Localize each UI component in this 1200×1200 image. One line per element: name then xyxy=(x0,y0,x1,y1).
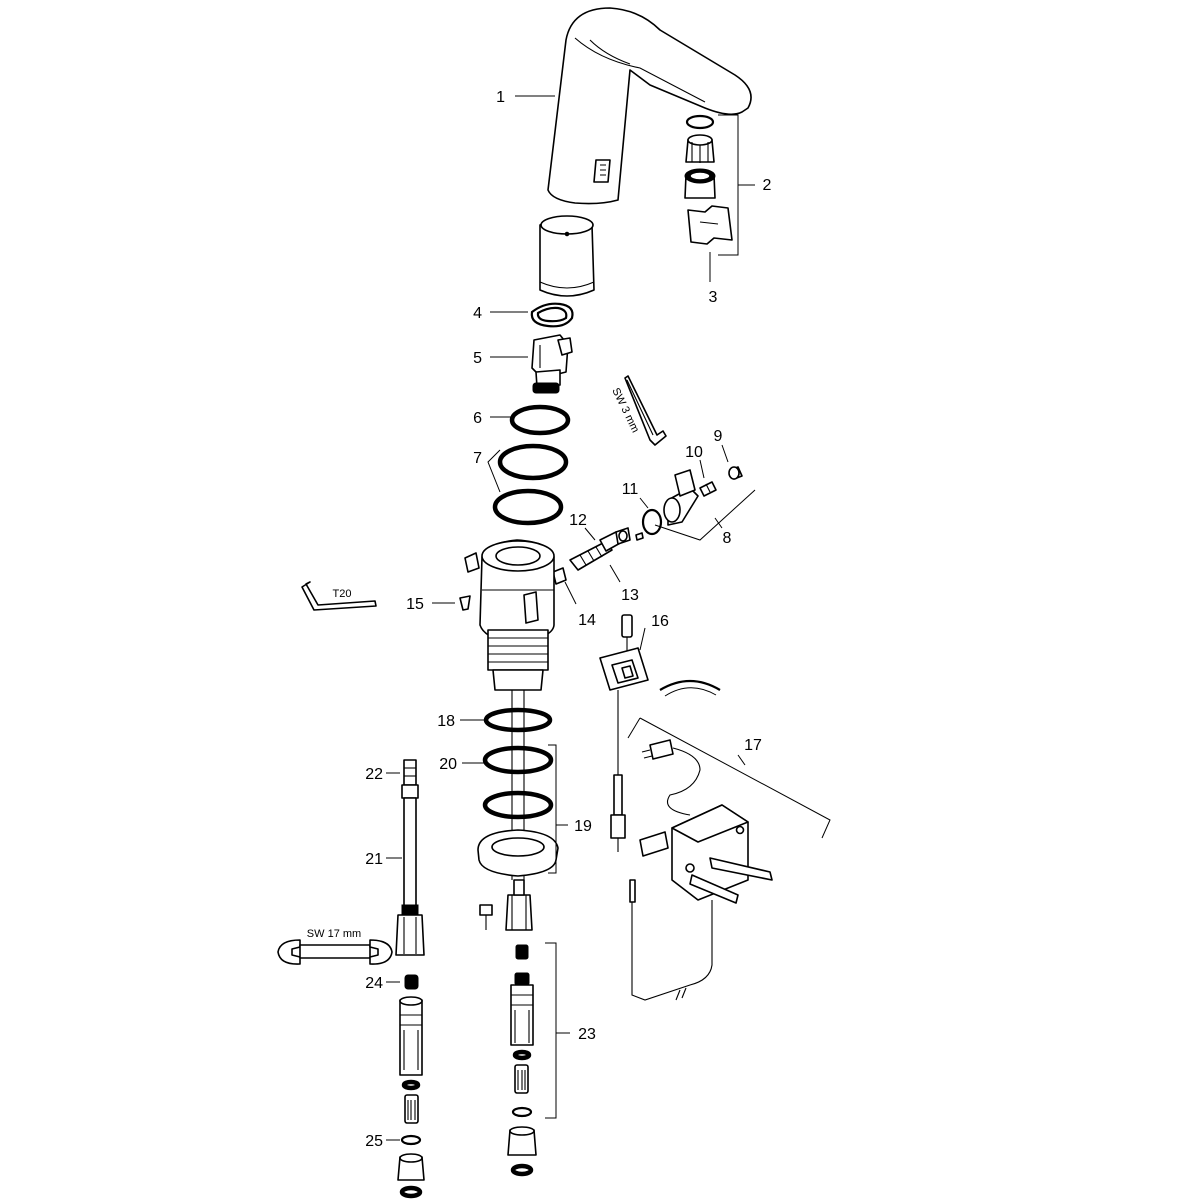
label-part-15: 15 xyxy=(406,596,424,613)
label-part-16: 16 xyxy=(651,613,669,630)
o-ring-small xyxy=(490,404,571,436)
left-connector-stack xyxy=(386,974,425,1199)
label-part-3: 3 xyxy=(709,289,718,306)
o-ring-handle xyxy=(639,497,663,536)
label-part-19: 19 xyxy=(574,818,592,835)
label-part-4: 4 xyxy=(473,305,482,322)
label-part-20: 20 xyxy=(439,756,457,773)
mounting-kit-rings xyxy=(462,744,568,877)
label-part-7: 7 xyxy=(473,450,482,467)
aerator-set xyxy=(684,114,755,256)
label-part-11: 11 xyxy=(622,481,639,498)
small-nut xyxy=(552,567,577,605)
label-part-12: 12 xyxy=(569,512,587,529)
label-part-17: 17 xyxy=(744,737,762,754)
sensor-connector-cable xyxy=(599,614,649,852)
label-part-10: 10 xyxy=(685,444,703,461)
label-wrench-17mm: SW 17 mm xyxy=(307,928,361,940)
label-part-6: 6 xyxy=(473,410,482,427)
label-part-13: 13 xyxy=(621,587,639,604)
label-part-22: 22 xyxy=(365,766,383,783)
flexible-hose xyxy=(386,759,425,956)
faucet-spout-body xyxy=(547,7,752,205)
handle-lever-assembly xyxy=(654,469,756,541)
flat-gasket xyxy=(490,302,574,328)
valve-housing xyxy=(464,539,555,691)
cover-cap xyxy=(539,215,595,297)
part-number-labels: 1 2 3 4 5 6 7 8 9 10 11 12 13 14 15 16 1… xyxy=(365,89,771,1150)
power-supply-unit xyxy=(627,717,831,1001)
label-part-21: 21 xyxy=(365,851,383,868)
solenoid-valve xyxy=(490,334,573,394)
label-part-25: 25 xyxy=(365,1133,383,1150)
label-part-9: 9 xyxy=(714,428,723,445)
label-part-18: 18 xyxy=(437,713,455,730)
small-cap-screw xyxy=(721,444,743,480)
ring-seal-18 xyxy=(460,707,553,733)
label-part-1: 1 xyxy=(496,89,505,106)
label-part-5: 5 xyxy=(473,350,482,367)
torx-screw xyxy=(432,595,471,611)
label-part-24: 24 xyxy=(365,975,383,992)
cable-clip xyxy=(659,680,721,697)
label-part-23: 23 xyxy=(578,1026,596,1043)
temperature-cartridge xyxy=(569,527,623,571)
set-screw xyxy=(699,459,717,497)
wrench-17mm xyxy=(277,939,393,965)
o-ring-pair xyxy=(487,443,569,526)
right-connector-stack xyxy=(507,942,570,1177)
label-torx-t20: T20 xyxy=(333,588,352,600)
hex-key-3mm xyxy=(624,375,667,446)
nut-washer xyxy=(609,527,644,583)
label-part-14: 14 xyxy=(578,612,596,629)
label-part-8: 8 xyxy=(723,530,732,547)
fixing-nut-stud xyxy=(479,879,533,931)
torx-key-t20 xyxy=(301,581,377,611)
aerator-key xyxy=(687,205,733,282)
label-part-2: 2 xyxy=(763,177,772,194)
